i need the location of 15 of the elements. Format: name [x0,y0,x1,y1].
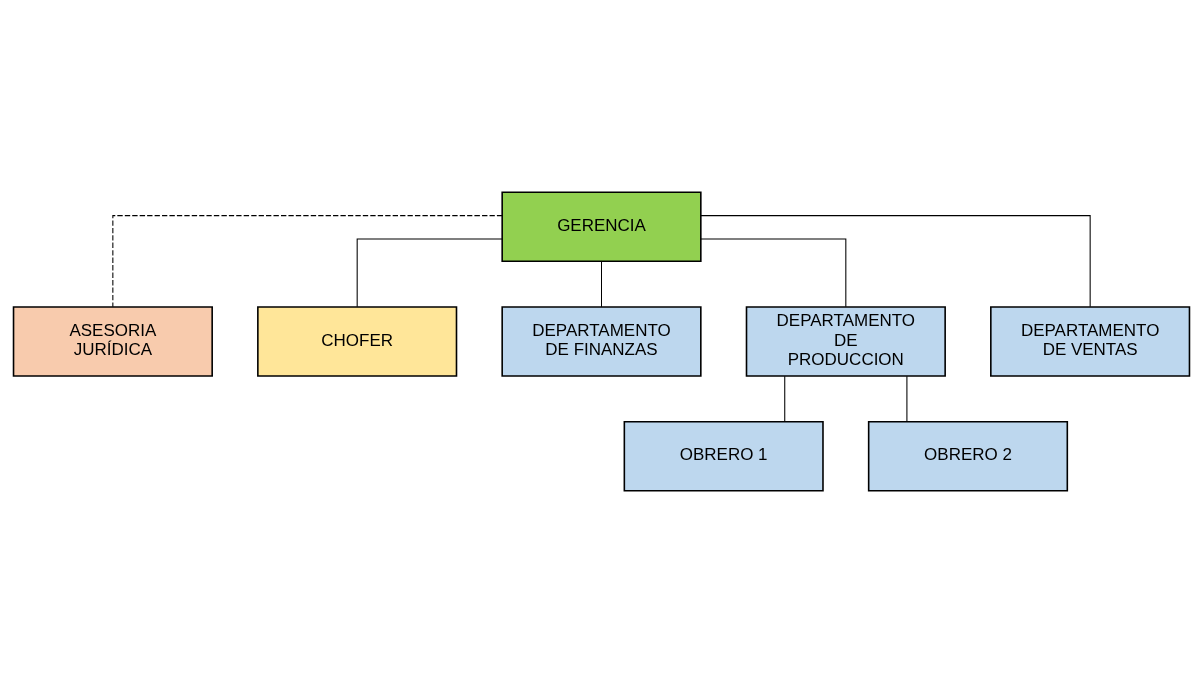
node-box: GERENCIA [501,191,702,263]
connector [906,375,908,423]
node-box: ASESORIA JURÍDICA [12,306,213,377]
connector [784,375,786,423]
node-box: CHOFER [257,306,458,377]
connector [600,261,603,308]
node-box: OBRERO 2 [867,420,1069,492]
connector [700,238,847,308]
node-box: DEPARTAMENTO DE PRODUCCION [745,306,946,377]
node-box: DEPARTAMENTO DE FINANZAS [501,306,702,377]
node-box: DEPARTAMENTO DE VENTAS [990,306,1191,377]
connector [112,215,503,308]
connector [700,215,1091,308]
node-box: OBRERO 1 [623,420,824,492]
connector [356,238,503,308]
